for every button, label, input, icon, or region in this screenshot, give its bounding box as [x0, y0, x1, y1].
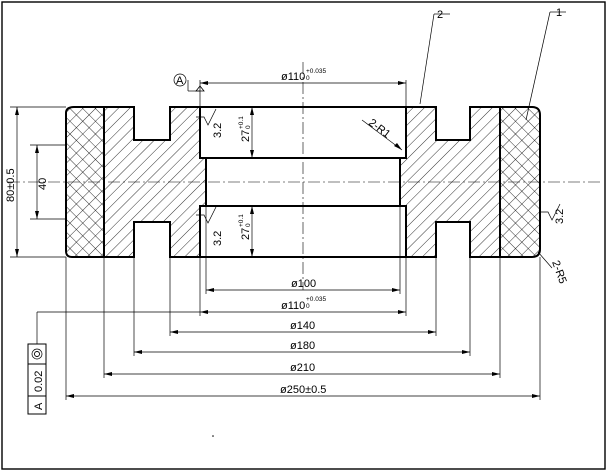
svg-text:3.2: 3.2	[212, 231, 224, 246]
roughness-symbol-3: 3.2	[540, 203, 566, 224]
fillet-r5-label: 2-R5	[549, 259, 568, 286]
dim-height: 80±0.5	[5, 106, 66, 258]
tolerance-frame: 0.02 A	[27, 311, 200, 415]
d180-label: ø180	[290, 340, 315, 352]
svg-text:27: 27	[240, 130, 252, 142]
d210-label: ø210	[290, 362, 315, 374]
cross-section	[8, 62, 600, 290]
datum-label: A	[176, 75, 184, 87]
height-label: 80±0.5	[5, 168, 17, 202]
d140-label: ø140	[290, 320, 315, 332]
d250-label: ø250±0.5	[280, 384, 326, 396]
fillet-r1: 2-R1	[361, 117, 403, 151]
callout-2: 2	[437, 9, 443, 21]
svg-text:+0.035: +0.035	[306, 68, 326, 75]
part-callouts: 2 1	[419, 7, 566, 121]
callout-1: 1	[556, 7, 562, 19]
svg-text:27: 27	[240, 228, 252, 240]
svg-text:3.2: 3.2	[554, 209, 566, 224]
svg-text:+0.1: +0.1	[238, 116, 245, 129]
dim-bore-top: ø110 +0.035 0 A	[173, 68, 407, 107]
roughness-symbol-1: 3.2	[196, 108, 224, 138]
dim-groove-bottom: 27 +0.1 0	[238, 206, 254, 257]
svg-text:0: 0	[306, 75, 310, 82]
tolerance-value: 0.02	[33, 371, 45, 392]
svg-text:0: 0	[306, 303, 310, 310]
fillet-r1-label: 2-R1	[366, 117, 392, 141]
svg-text:+0.035: +0.035	[306, 296, 326, 303]
d110-label: ø110	[281, 300, 305, 312]
fillet-r5: 2-R5	[537, 251, 569, 286]
svg-text:+0.1: +0.1	[238, 214, 245, 227]
bore-top-label: ø110	[281, 71, 305, 83]
mid-label: 40	[37, 178, 49, 190]
dim-groove-top: 27 +0.1 0	[238, 107, 254, 158]
svg-text:0: 0	[245, 223, 252, 227]
diameter-dimensions: ø100 ø110 +0.035 0 ø140 ø180 ø210 ø250±0…	[65, 206, 541, 400]
tolerance-datum: A	[33, 402, 45, 410]
svg-text:0: 0	[245, 125, 252, 129]
svg-text:3.2: 3.2	[212, 123, 224, 138]
d100-label: ø100	[291, 278, 316, 290]
dim-mid: 40	[30, 144, 66, 220]
